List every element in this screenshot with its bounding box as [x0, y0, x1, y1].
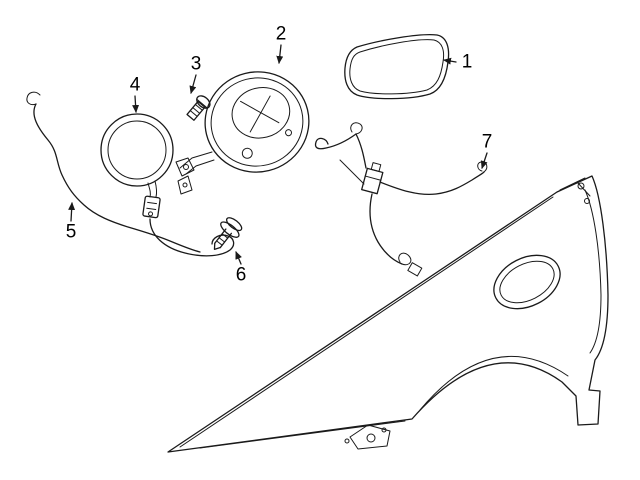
fender-bracket [349, 424, 391, 450]
leader-line-3 [189, 74, 197, 94]
callout-7: 7 [481, 131, 493, 153]
callout-2: 2 [275, 23, 287, 45]
wheel-arch-lip [419, 355, 569, 411]
leader-line-6 [235, 251, 242, 265]
fuel-door-drawing [344, 34, 450, 100]
callout-6: 6 [235, 264, 247, 286]
fender-drawing [167, 175, 609, 453]
bolt-drawing [186, 95, 211, 121]
fender-right-crease [584, 189, 602, 354]
leader-line-4 [132, 95, 140, 113]
leader-lines [68, 44, 488, 265]
leader-line-7 [480, 152, 488, 169]
fender-outline [167, 175, 609, 453]
callout-1: 1 [461, 51, 473, 73]
leader-line-5 [68, 202, 76, 222]
wiring-harness-drawing [314, 122, 488, 277]
callout-4: 4 [129, 74, 141, 96]
filler-housing-drawing [175, 71, 310, 195]
fender-top-crease [179, 196, 554, 448]
leader-line-1 [443, 57, 457, 65]
callout-3: 3 [190, 53, 202, 75]
fuel-door-opening [493, 254, 561, 310]
fender-bottom-crease [199, 420, 406, 449]
release-cable-drawing [26, 91, 201, 253]
callout-5: 5 [65, 221, 77, 243]
push-pin-drawing [213, 217, 243, 250]
fuel-cap-drawing [100, 113, 235, 257]
leader-line-2 [276, 44, 284, 64]
